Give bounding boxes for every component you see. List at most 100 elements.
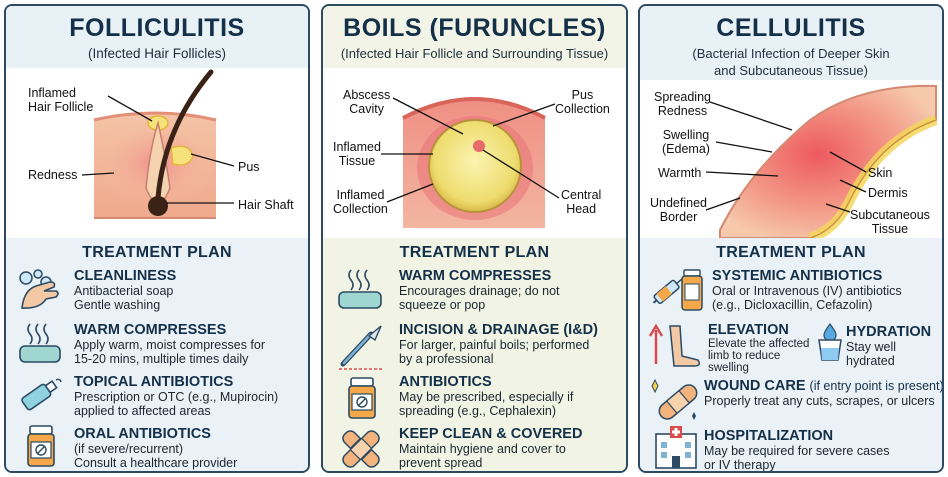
label-redness: Redness: [28, 168, 78, 182]
folliculitis-treatment-plan: TREATMENT PLAN CLEANLINESS Antibacterial…: [6, 238, 308, 471]
label-skin: Skin: [868, 166, 893, 180]
label-hair-shaft: Hair Shaft: [238, 198, 294, 212]
label-swelling-edema: Swelling (Edema): [662, 128, 710, 156]
item-cleanliness: CLEANLINESS Antibacterial soap Gentle wa…: [74, 268, 176, 312]
pill-bottle-icon: [343, 376, 383, 427]
item-desc-line: applied to affected areas: [74, 404, 211, 418]
item-wound-care: WOUND CARE (if entry point is present) P…: [704, 378, 944, 408]
item-title: WARM COMPRESSES: [399, 268, 552, 284]
item-desc-line: squeeze or pop: [399, 298, 486, 312]
cellulitis-treatment-plan: TREATMENT PLAN SYSTEMIC ANTIBIOTICS Oral…: [640, 238, 942, 471]
subtitle-line: and Subcutaneous Tissue): [714, 63, 868, 78]
pill-bottle-icon: [22, 424, 62, 471]
item-title: HYDRATION: [846, 324, 932, 340]
wound-care-note: (if entry point is present): [809, 379, 944, 393]
item-desc-line: spreading (e.g., Cephalexin): [399, 404, 557, 418]
label-central-head: Central Head: [561, 188, 602, 216]
item-desc-line: limb to reduce: [708, 350, 781, 362]
iv-antibiotics-icon: [650, 266, 708, 319]
label-warmth: Warmth: [658, 166, 702, 180]
item-topical-antibiotics: TOPICAL ANTIBIOTICS Prescription or OTC …: [74, 374, 278, 418]
leg-elevation-icon: [648, 322, 704, 375]
item-systemic-antibiotics: SYSTEMIC ANTIBIOTICS Oral or Intravenous…: [712, 268, 902, 312]
item-antibiotics: ANTIBIOTICS May be prescribed, especiall…: [399, 374, 573, 418]
boils-treatment-plan: TREATMENT PLAN WARM COMPRESSES Encourage…: [323, 238, 626, 471]
item-desc-line: Antibacterial soap: [74, 284, 174, 298]
item-hospitalization: HOSPITALIZATION May be required for seve…: [704, 428, 890, 472]
item-desc-line: swelling: [708, 362, 749, 374]
label-undefined-border: Undefined Border: [650, 196, 707, 224]
folliculitis-illustration: Inflamed Hair Follicle Redness Pus Hair …: [6, 68, 308, 238]
item-title: WARM COMPRESSES: [74, 322, 227, 338]
item-hydration: HYDRATION Stay well hydrated: [846, 324, 931, 368]
hospital-icon: [650, 424, 702, 471]
label-abscess-cavity: Abscess Cavity: [343, 88, 391, 116]
item-warm-compresses: WARM COMPRESSES Apply warm, moist compre…: [74, 322, 265, 366]
item-desc-line: May be required for severe cases: [704, 444, 890, 458]
item-desc-line: prevent spread: [399, 456, 483, 470]
item-desc-line: Properly treat any cuts, scrapes, or ulc…: [704, 394, 935, 408]
handwash-icon: [16, 268, 66, 319]
cellulitis-illustration: Spreading Redness Swelling (Edema) Warmt…: [640, 80, 942, 238]
treatment-plan-heading: TREATMENT PLAN: [399, 244, 550, 261]
item-desc-line: Apply warm, moist compresses for: [74, 338, 266, 352]
item-desc-line: Oral or Intravenous (IV) antibiotics: [712, 284, 902, 298]
item-title: ANTIBIOTICS: [399, 374, 492, 390]
boils-panel: BOILS (FURUNCLES) (Infected Hair Follicl…: [321, 4, 628, 473]
label-dermis: Dermis: [868, 186, 908, 200]
item-title: KEEP CLEAN & COVERED: [399, 426, 583, 442]
item-desc-line: Prescription or OTC (e.g., Mupirocin): [74, 390, 279, 404]
warm-compress-icon: [335, 268, 385, 317]
item-incision-drainage: INCISION & DRAINAGE (I&D) For larger, pa…: [399, 322, 598, 366]
label-pus: Pus: [238, 160, 260, 174]
wound-care-title: WOUND CARE: [704, 378, 806, 394]
boils-header: BOILS (FURUNCLES) (Infected Hair Follicl…: [323, 6, 626, 68]
folliculitis-subtitle: (Infected Hair Follicles): [87, 46, 227, 61]
follicle-cross-section: [81, 69, 235, 219]
item-title: ELEVATION: [708, 322, 789, 338]
bandage-icon: [337, 426, 385, 471]
item-title: INCISION & DRAINAGE (I&D): [399, 322, 598, 338]
treatment-plan-heading: TREATMENT PLAN: [716, 244, 866, 261]
label-pus-collection: Pus Collection: [555, 88, 610, 116]
item-desc-line: Gentle washing: [74, 298, 161, 312]
item-desc-line: Encourages drainage; do not: [399, 284, 560, 298]
item-title: ORAL ANTIBIOTICS: [74, 426, 211, 442]
item-desc-line: 15-20 mins, multiple times daily: [74, 352, 249, 366]
item-title: WOUND CARE (if entry point is present): [704, 378, 944, 394]
item-title: CLEANLINESS: [74, 268, 177, 284]
cellulitis-panel: CELLULITIS (Bacterial Infection of Deepe…: [638, 4, 944, 473]
item-desc-line: Maintain hygiene and cover to: [399, 442, 566, 456]
folliculitis-title: FOLLICULITIS: [69, 14, 245, 42]
item-elevation: ELEVATION Elevate the affected limb to r…: [708, 322, 809, 374]
water-glass-icon: [816, 322, 844, 367]
item-desc-line: May be prescribed, especially if: [399, 390, 574, 404]
ointment-tube-icon: [16, 372, 66, 423]
scalpel-icon: [335, 322, 387, 377]
item-desc-line: by a professional: [399, 352, 494, 366]
item-desc-line: (if severe/recurrent): [74, 442, 184, 456]
item-desc-line: or IV therapy: [704, 458, 776, 472]
boils-illustration: Abscess Cavity Pus Collection Inflamed T…: [323, 68, 626, 238]
cellulitis-header: CELLULITIS (Bacterial Infection of Deepe…: [640, 6, 942, 80]
label-inflamed-collection: Inflamed Collection: [333, 188, 388, 216]
limb-cross-section: [705, 84, 938, 238]
label-inflamed-tissue: Inflamed Tissue: [333, 140, 381, 168]
item-desc-line: Stay well: [846, 340, 897, 354]
boils-subtitle: (Infected Hair Follicle and Surrounding …: [340, 46, 609, 61]
item-title: SYSTEMIC ANTIBIOTICS: [712, 268, 883, 284]
treatment-plan-heading: TREATMENT PLAN: [82, 244, 232, 261]
bandage-icon: [648, 376, 704, 429]
folliculitis-header: FOLLICULITIS (Infected Hair Follicles): [6, 6, 308, 68]
item-desc-line: For larger, painful boils; performed: [399, 338, 590, 352]
boils-title: BOILS (FURUNCLES): [343, 14, 606, 42]
item-desc-line: Consult a healthcare provider: [74, 456, 238, 470]
boil-cross-section: [381, 97, 560, 228]
item-warm-compresses: WARM COMPRESSES Encourages drainage; do …: [399, 268, 560, 312]
item-oral-antibiotics: ORAL ANTIBIOTICS (if severe/recurrent) C…: [74, 426, 237, 470]
item-desc-line: (e.g., Dicloxacillin, Cefazolin): [712, 298, 873, 312]
folliculitis-panel: FOLLICULITIS (Infected Hair Follicles): [4, 4, 310, 473]
item-desc-line: hydrated: [846, 354, 895, 368]
subtitle-line: (Bacterial Infection of Deeper Skin: [692, 46, 890, 61]
item-title: TOPICAL ANTIBIOTICS: [74, 374, 234, 390]
